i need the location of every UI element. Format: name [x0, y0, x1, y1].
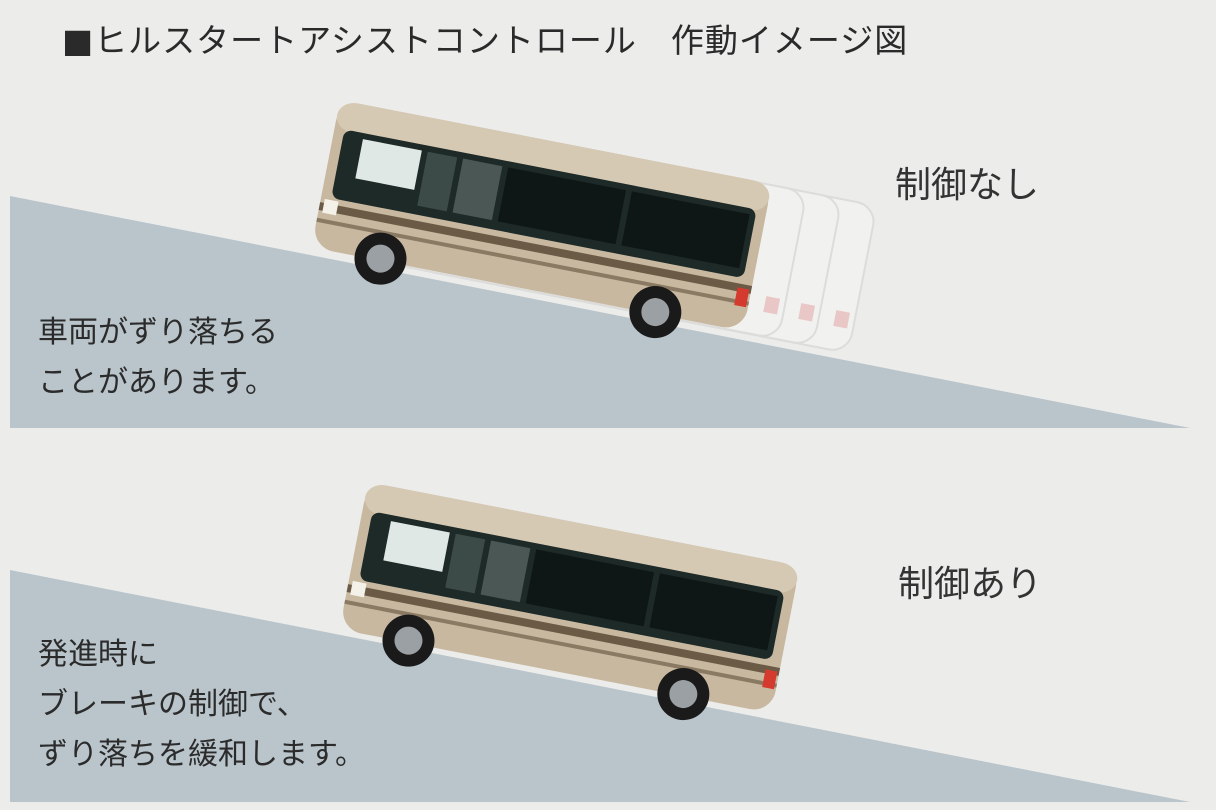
caption-line: 発進時に	[38, 637, 158, 672]
panel-with-control: 制御あり 発進時に ブレーキの制御で、 ずり落ちを緩和します。	[0, 440, 1216, 810]
bus-illustration	[315, 103, 770, 339]
slope-diagram-with-control	[10, 485, 1190, 802]
caption-without-control: 車両がずり落ちる ことがあります。	[38, 308, 278, 408]
slope-diagram-without-control	[10, 103, 1190, 428]
bus-illustration	[343, 485, 798, 721]
caption-line: 車両がずり落ちる	[38, 315, 278, 350]
state-label-with-control: 制御あり	[898, 564, 1043, 605]
slope	[10, 196, 1190, 428]
page-title: ■ヒルスタートアシストコントロール 作動イメージ図	[62, 21, 909, 60]
slope	[10, 570, 1190, 802]
panel-without-control: 制御なし 車両がずり落ちる ことがあります。	[10, 103, 1190, 428]
caption-line: ことがあります。	[38, 365, 275, 400]
caption-line: ブレーキの制御で、	[38, 687, 307, 722]
caption-with-control: 発進時に ブレーキの制御で、 ずり落ちを緩和します。	[38, 630, 365, 780]
state-label-without-control: 制御なし	[895, 165, 1040, 206]
caption-line: ずり落ちを緩和します。	[38, 737, 365, 772]
